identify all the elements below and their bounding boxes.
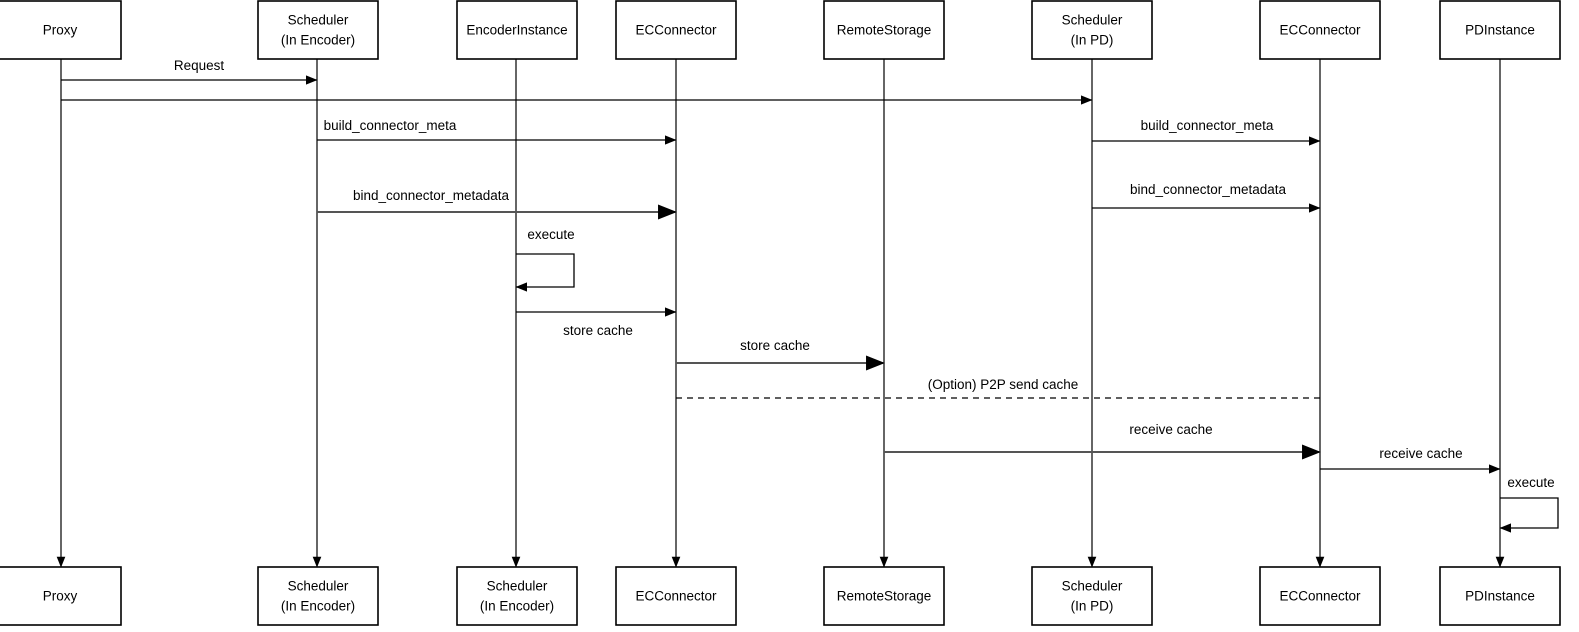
participant-box-proxy-b[interactable] (0, 566, 122, 626)
participant-label-pdinstance-b: PDInstance (1465, 589, 1535, 604)
msg-bind-meta-enc-label: bind_connector_metadata (353, 188, 510, 203)
participant-label-scheduler-enc-b-line1: Scheduler (288, 579, 349, 594)
participant-box-ecconnector-pd-b[interactable] (1259, 566, 1381, 626)
participant-label-scheduler-pd-b-line2: (In PD) (1071, 599, 1114, 614)
participant-label-proxy-b: Proxy (43, 589, 78, 604)
selfloop-execute-pdinstance-label: execute (1507, 475, 1554, 490)
msg-request-label: Request (174, 58, 225, 73)
participant-box-ecconnector-enc-b[interactable] (615, 566, 737, 626)
participant-box-remotestorage[interactable] (823, 0, 945, 60)
participant-box-scheduler-enc-b[interactable] (257, 566, 379, 626)
participants-bottom-group: Proxy Scheduler (In Encoder) Scheduler (In E… (0, 566, 1561, 626)
participant-box-scheduler-pd[interactable] (1031, 0, 1153, 60)
participant-box-encoderinstance[interactable] (456, 0, 578, 60)
participant-box-pdinstance[interactable] (1439, 0, 1561, 60)
participant-label-scheduler-enc-b2-line2: (In Encoder) (480, 599, 554, 614)
msg-bind-meta-pd-label: bind_connector_metadata (1130, 182, 1287, 197)
participant-box-pdinstance-b[interactable] (1439, 566, 1561, 626)
participant-label-scheduler-enc-b2-line1: Scheduler (487, 579, 548, 594)
msg-store-cache-1-label: store cache (563, 323, 633, 338)
participant-box-scheduler-enc-b2[interactable] (456, 566, 578, 626)
msg-p2p-send-cache-label: (Option) P2P send cache (928, 377, 1079, 392)
participant-box-proxy[interactable] (0, 0, 122, 60)
participant-label-pdinstance: PDInstance (1465, 23, 1535, 38)
participant-label-ecconnector-pd-b: ECConnector (1279, 589, 1361, 604)
participant-label-encoderinstance: EncoderInstance (466, 23, 567, 38)
participant-label-proxy: Proxy (43, 23, 78, 38)
participant-box-scheduler-pd-b[interactable] (1031, 566, 1153, 626)
participant-label-scheduler-pd-line1: Scheduler (1062, 13, 1123, 28)
participant-label-ecconnector-enc-b: ECConnector (635, 589, 717, 604)
participants-top-group: Proxy Scheduler (In Encoder) EncoderInstanc… (0, 0, 1561, 60)
participant-label-scheduler-enc-line1: Scheduler (288, 13, 349, 28)
participant-label-scheduler-pd-line2: (In PD) (1071, 33, 1114, 48)
participant-box-remotestorage-b[interactable] (823, 566, 945, 626)
selfloop-execute-pdinstance-path (1499, 497, 1559, 533)
selfloop-execute-encoder-label: execute (527, 227, 574, 242)
msg-build-meta-pd-label: build_connector_meta (1141, 118, 1274, 133)
msg-build-meta-enc-label: build_connector_meta (324, 118, 457, 133)
msg-receive-cache-2-label: receive cache (1379, 446, 1462, 461)
participant-label-scheduler-enc-b-line2: (In Encoder) (281, 599, 355, 614)
messages-group: Request build_connector_meta build_connect… (61, 58, 1501, 474)
participant-label-scheduler-enc-line2: (In Encoder) (281, 33, 355, 48)
self-messages-group: execute execute (515, 227, 1559, 533)
participant-box-ecconnector-pd[interactable] (1259, 0, 1381, 60)
participant-label-remotestorage: RemoteStorage (837, 23, 932, 38)
lifelines-group (56, 59, 1505, 568)
msg-receive-cache-1-label: receive cache (1129, 422, 1212, 437)
participant-label-remotestorage-b: RemoteStorage (837, 589, 932, 604)
participant-label-ecconnector-enc: ECConnector (635, 23, 717, 38)
participant-label-ecconnector-pd: ECConnector (1279, 23, 1361, 38)
msg-store-cache-2-label: store cache (740, 338, 810, 353)
selfloop-execute-encoder-path (515, 253, 575, 292)
participant-box-ecconnector-enc[interactable] (615, 0, 737, 60)
participant-box-scheduler-enc[interactable] (257, 0, 379, 60)
participant-label-scheduler-pd-b-line1: Scheduler (1062, 579, 1123, 594)
